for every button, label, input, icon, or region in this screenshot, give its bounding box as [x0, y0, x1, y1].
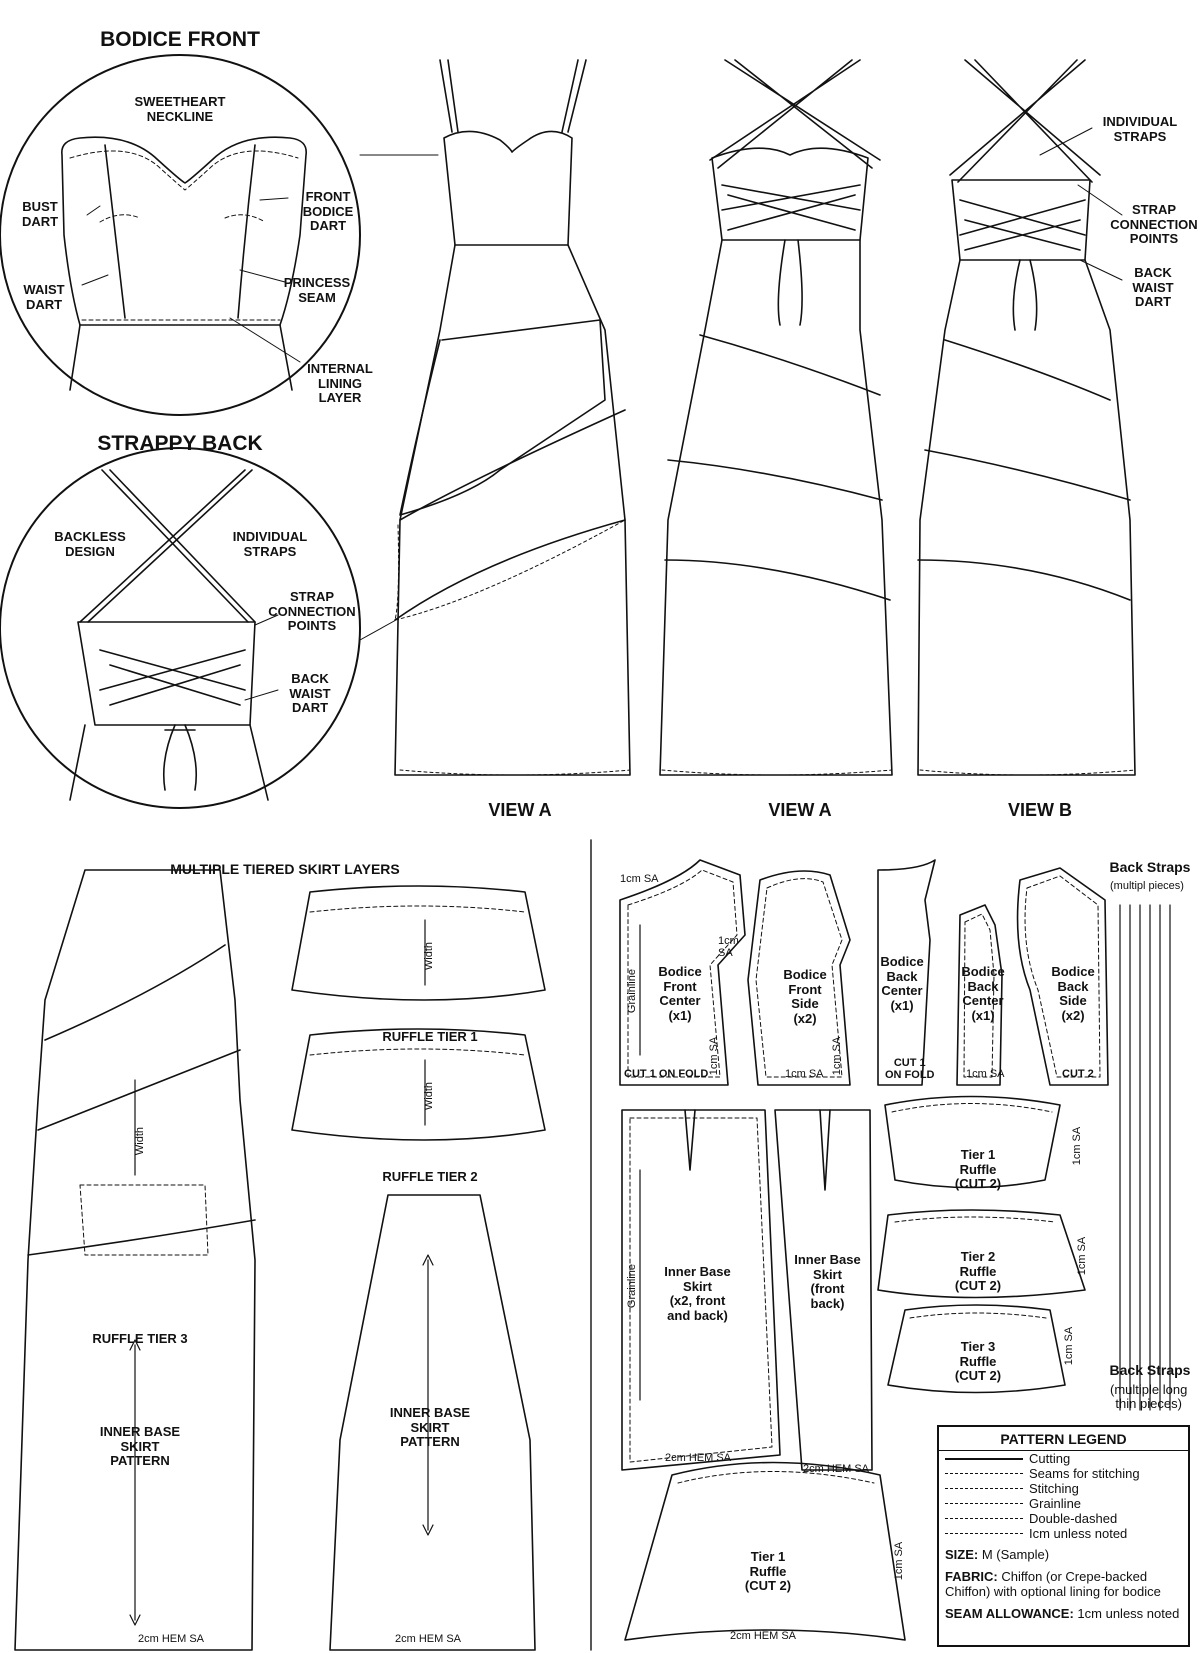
- sa-1cm-i: 1cm SA: [1076, 1236, 1089, 1276]
- skirt-title: MULTIPLE TIERED SKIRT LAYERS: [170, 861, 400, 877]
- view-a-front-dress: [394, 59, 631, 776]
- view-a-front-label: VIEW A: [488, 800, 552, 820]
- view-b-label: VIEW B: [1007, 800, 1072, 820]
- pattern-pieces: [619, 859, 1171, 1641]
- back-straps-bottom: Back Straps: [1109, 1362, 1191, 1378]
- piece-tier2-ruffle: Tier 2 Ruffle (CUT 2): [954, 1249, 1002, 1294]
- piece-bodice-back-center-2: Bodice Back Center (x1): [961, 964, 1005, 1023]
- tiered-skirt: [14, 869, 256, 1651]
- inner-base-right-label: INNER BASE SKIRT PATTERN: [389, 1405, 471, 1450]
- piece-inner-base-front: Inner Base Skirt (front back): [794, 1252, 861, 1311]
- back-straps-top: Back Straps: [1109, 859, 1191, 875]
- hem-left-label: 2cm HEM SA: [138, 1633, 205, 1645]
- legend-item: Stitching: [945, 1481, 1188, 1496]
- bodice-front-title: BODICE FRONT: [100, 28, 260, 51]
- bust-dart-label: BUST DART: [21, 199, 59, 229]
- piece-bodice-front-side: Bodice Front Side (x2): [783, 967, 827, 1026]
- backless-label: BACKLESS DESIGN: [54, 529, 126, 559]
- hem-a: 2cm HEM SA: [665, 1452, 732, 1464]
- ruffle-tier-2-label: RUFFLE TIER 2: [382, 1169, 478, 1184]
- piece-bodice-back-side: Bodice Back Side (x2): [1051, 964, 1095, 1023]
- view-individual-straps-label: INDIVIDUAL STRAPS: [1102, 114, 1178, 144]
- legend-item: Seams for stitching: [945, 1466, 1188, 1481]
- sa-1cm-g: 1cm SA: [1071, 1126, 1084, 1166]
- piece-bodice-back-center-1: Bodice Back Center (x1): [880, 954, 924, 1013]
- pattern-legend: PATTERN LEGEND Cutting Seams for stitchi…: [937, 1425, 1190, 1647]
- hem-c: 2cm HEM SA: [730, 1630, 797, 1642]
- view-strap-points-label: STRAP CONNECTION POINTS: [1110, 202, 1198, 247]
- strappy-back-detail: [0, 447, 397, 809]
- sa-1cm-a: 1cm SA: [620, 873, 659, 885]
- piece-bodice-front-center: Bodice Front Center (x1): [658, 964, 702, 1023]
- cut-1-on-fold-2: CUT 1 ON FOLD: [885, 1057, 935, 1082]
- sa-1cm-j: 1cm SA: [1063, 1326, 1076, 1366]
- legend-size: SIZE: M (Sample): [945, 1547, 1050, 1562]
- waist-dart-label: WAIST DART: [23, 282, 65, 312]
- bodice-front-detail: [0, 54, 439, 416]
- ruffle-tier-3-label: RUFFLE TIER 3: [92, 1331, 188, 1346]
- strap-points-label: STRAP CONNECTION POINTS: [268, 589, 356, 634]
- cut-2-label: CUT 2: [1062, 1068, 1094, 1080]
- sa-1cm-f: 1cm SA: [831, 1036, 844, 1076]
- sa-1cm-c: 1cm SA: [785, 1068, 824, 1080]
- strappy-back-title: STRAPPY BACK: [97, 432, 263, 455]
- ruffle-tier-1-label: RUFFLE TIER 1: [382, 1029, 478, 1044]
- legend-item: Icm unless noted: [945, 1526, 1188, 1541]
- back-waist-dart-label: BACK WAIST DART: [289, 671, 331, 716]
- hem-right-label: 2cm HEM SA: [395, 1633, 462, 1645]
- sweetheart-label: SWEETHEART NECKLINE: [134, 94, 226, 124]
- cut-1-on-fold: CUT 1 ON FOLD: [624, 1068, 709, 1080]
- hem-b: 2cm HEM SA: [803, 1463, 870, 1475]
- view-b-dress: [917, 59, 1136, 776]
- sa-1cm-h: 1cm SA: [893, 1541, 906, 1581]
- width-label-2: Width: [423, 1081, 436, 1111]
- view-back-waist-dart-label: BACK WAIST DART: [1132, 265, 1174, 310]
- inner-base-left-label: INNER BASE SKIRT PATTERN: [99, 1424, 181, 1469]
- width-label-1: Width: [423, 941, 436, 971]
- ruffle-tiers-center: [291, 885, 546, 1651]
- piece-tier1-ruffle: Tier 1 Ruffle (CUT 2): [954, 1147, 1002, 1192]
- internal-lining-label: INTERNAL LINING LAYER: [307, 361, 373, 406]
- sa-1cm-b: 1cm SA: [718, 935, 739, 960]
- grainline-2: Grainline: [625, 1264, 638, 1309]
- front-bodice-dart-label: FRONT BODICE DART: [302, 189, 354, 234]
- sa-1cm-e: 1cm SA: [708, 1036, 721, 1076]
- legend-item: Double-dashed: [945, 1511, 1188, 1526]
- legend-fabric: FABRIC: Chiffon (or Crepe-backed Chiffon…: [945, 1568, 1161, 1600]
- legend-seam: SEAM ALLOWANCE: 1cm unless noted: [945, 1605, 1180, 1621]
- view-a-back-dress: [659, 59, 893, 776]
- back-straps-top-note: (multipl pieces): [1110, 880, 1184, 892]
- legend-item: Cutting: [945, 1451, 1188, 1466]
- back-straps-bottom-note: (multiple long thin pieces): [1110, 1382, 1188, 1412]
- view-a-back-label: VIEW A: [768, 800, 832, 820]
- legend-title: PATTERN LEGEND: [939, 1427, 1188, 1451]
- piece-tier1-ruffle-bottom: Tier 1 Ruffle (CUT 2): [744, 1549, 792, 1594]
- width-label-3: Width: [134, 1126, 147, 1156]
- sa-1cm-d: 1cm SA: [966, 1068, 1005, 1080]
- grainline-1: Grainline: [625, 969, 638, 1014]
- princess-seam-label: PRINCESS SEAM: [283, 275, 351, 305]
- piece-tier3-ruffle: Tier 3 Ruffle (CUT 2): [954, 1339, 1002, 1384]
- piece-inner-base-front-back: Inner Base Skirt (x2, front and back): [664, 1264, 731, 1323]
- legend-item: Grainline: [945, 1496, 1188, 1511]
- individual-straps-label: INDIVIDUAL STRAPS: [232, 529, 308, 559]
